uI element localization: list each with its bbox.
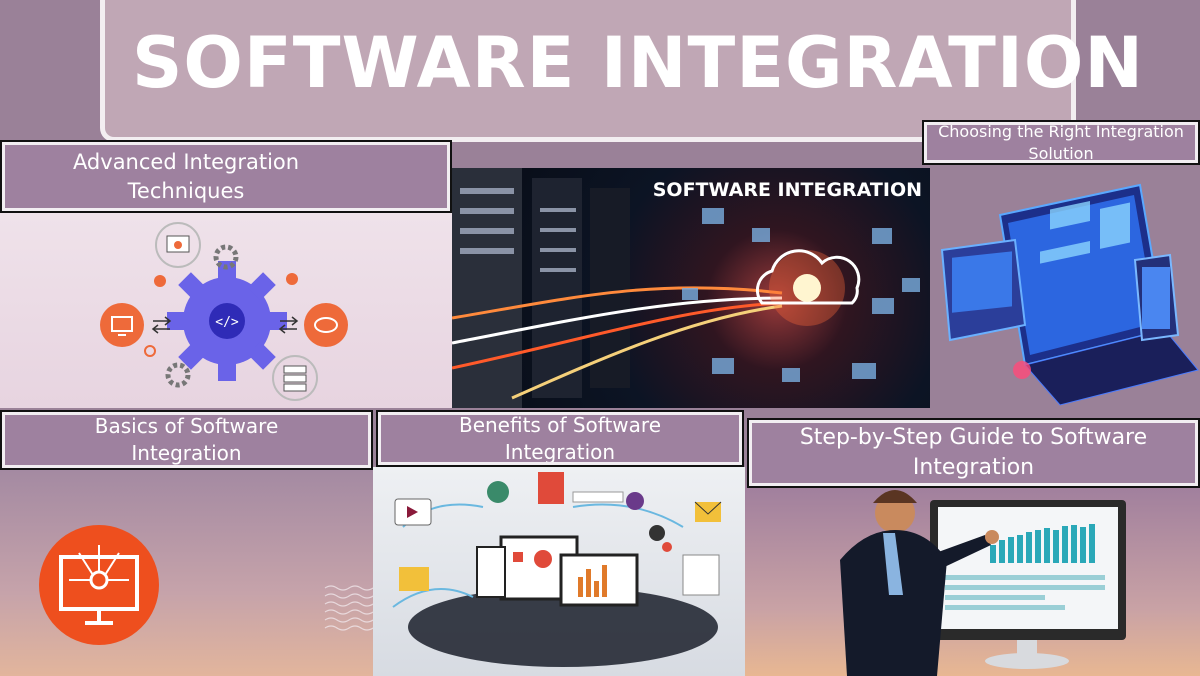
benefits-illustration [392,472,722,667]
card-guide-label: Step-by-Step Guide to Software Integrati… [747,418,1200,488]
small-gear-icon [213,244,239,270]
lock-icon [626,492,644,510]
monitor-icon [39,525,159,645]
card-advanced-label: Advanced Integration Techniques [0,140,452,213]
code-icon: </> [215,315,239,330]
title-banner [100,0,1076,142]
card-benefits-label: Benefits of Software Integration [376,410,744,467]
server-rack-illustration: SOFTWARE INTEGRATION [452,168,922,408]
cloud-icon [304,303,348,347]
devices-illustration [940,183,1199,406]
mail-icon [694,501,722,522]
center-image: SOFTWARE INTEGRATION [452,168,930,408]
card-choosing-label: Choosing the Right Integration Solution [922,120,1200,165]
server-icon [272,355,318,401]
guide-panel [745,485,1200,676]
page-title: SOFTWARE INTEGRATION [132,22,1144,104]
basics-panel [0,470,373,676]
center-caption: SOFTWARE INTEGRATION [653,179,922,201]
integration-diagram: </> [100,222,348,401]
cloud-icon [755,249,861,326]
basics-illustration [39,525,373,645]
card-basics-label: Basics of Software Integration [0,410,373,470]
choosing-panel [930,165,1200,410]
gear-icon [649,525,672,552]
guide-illustration [840,490,1126,676]
globe-icon [487,481,509,503]
advanced-panel: </> [0,213,452,408]
benefits-panel [373,467,745,676]
gear-icon: </> [167,261,287,381]
monitor-icon [100,303,144,347]
